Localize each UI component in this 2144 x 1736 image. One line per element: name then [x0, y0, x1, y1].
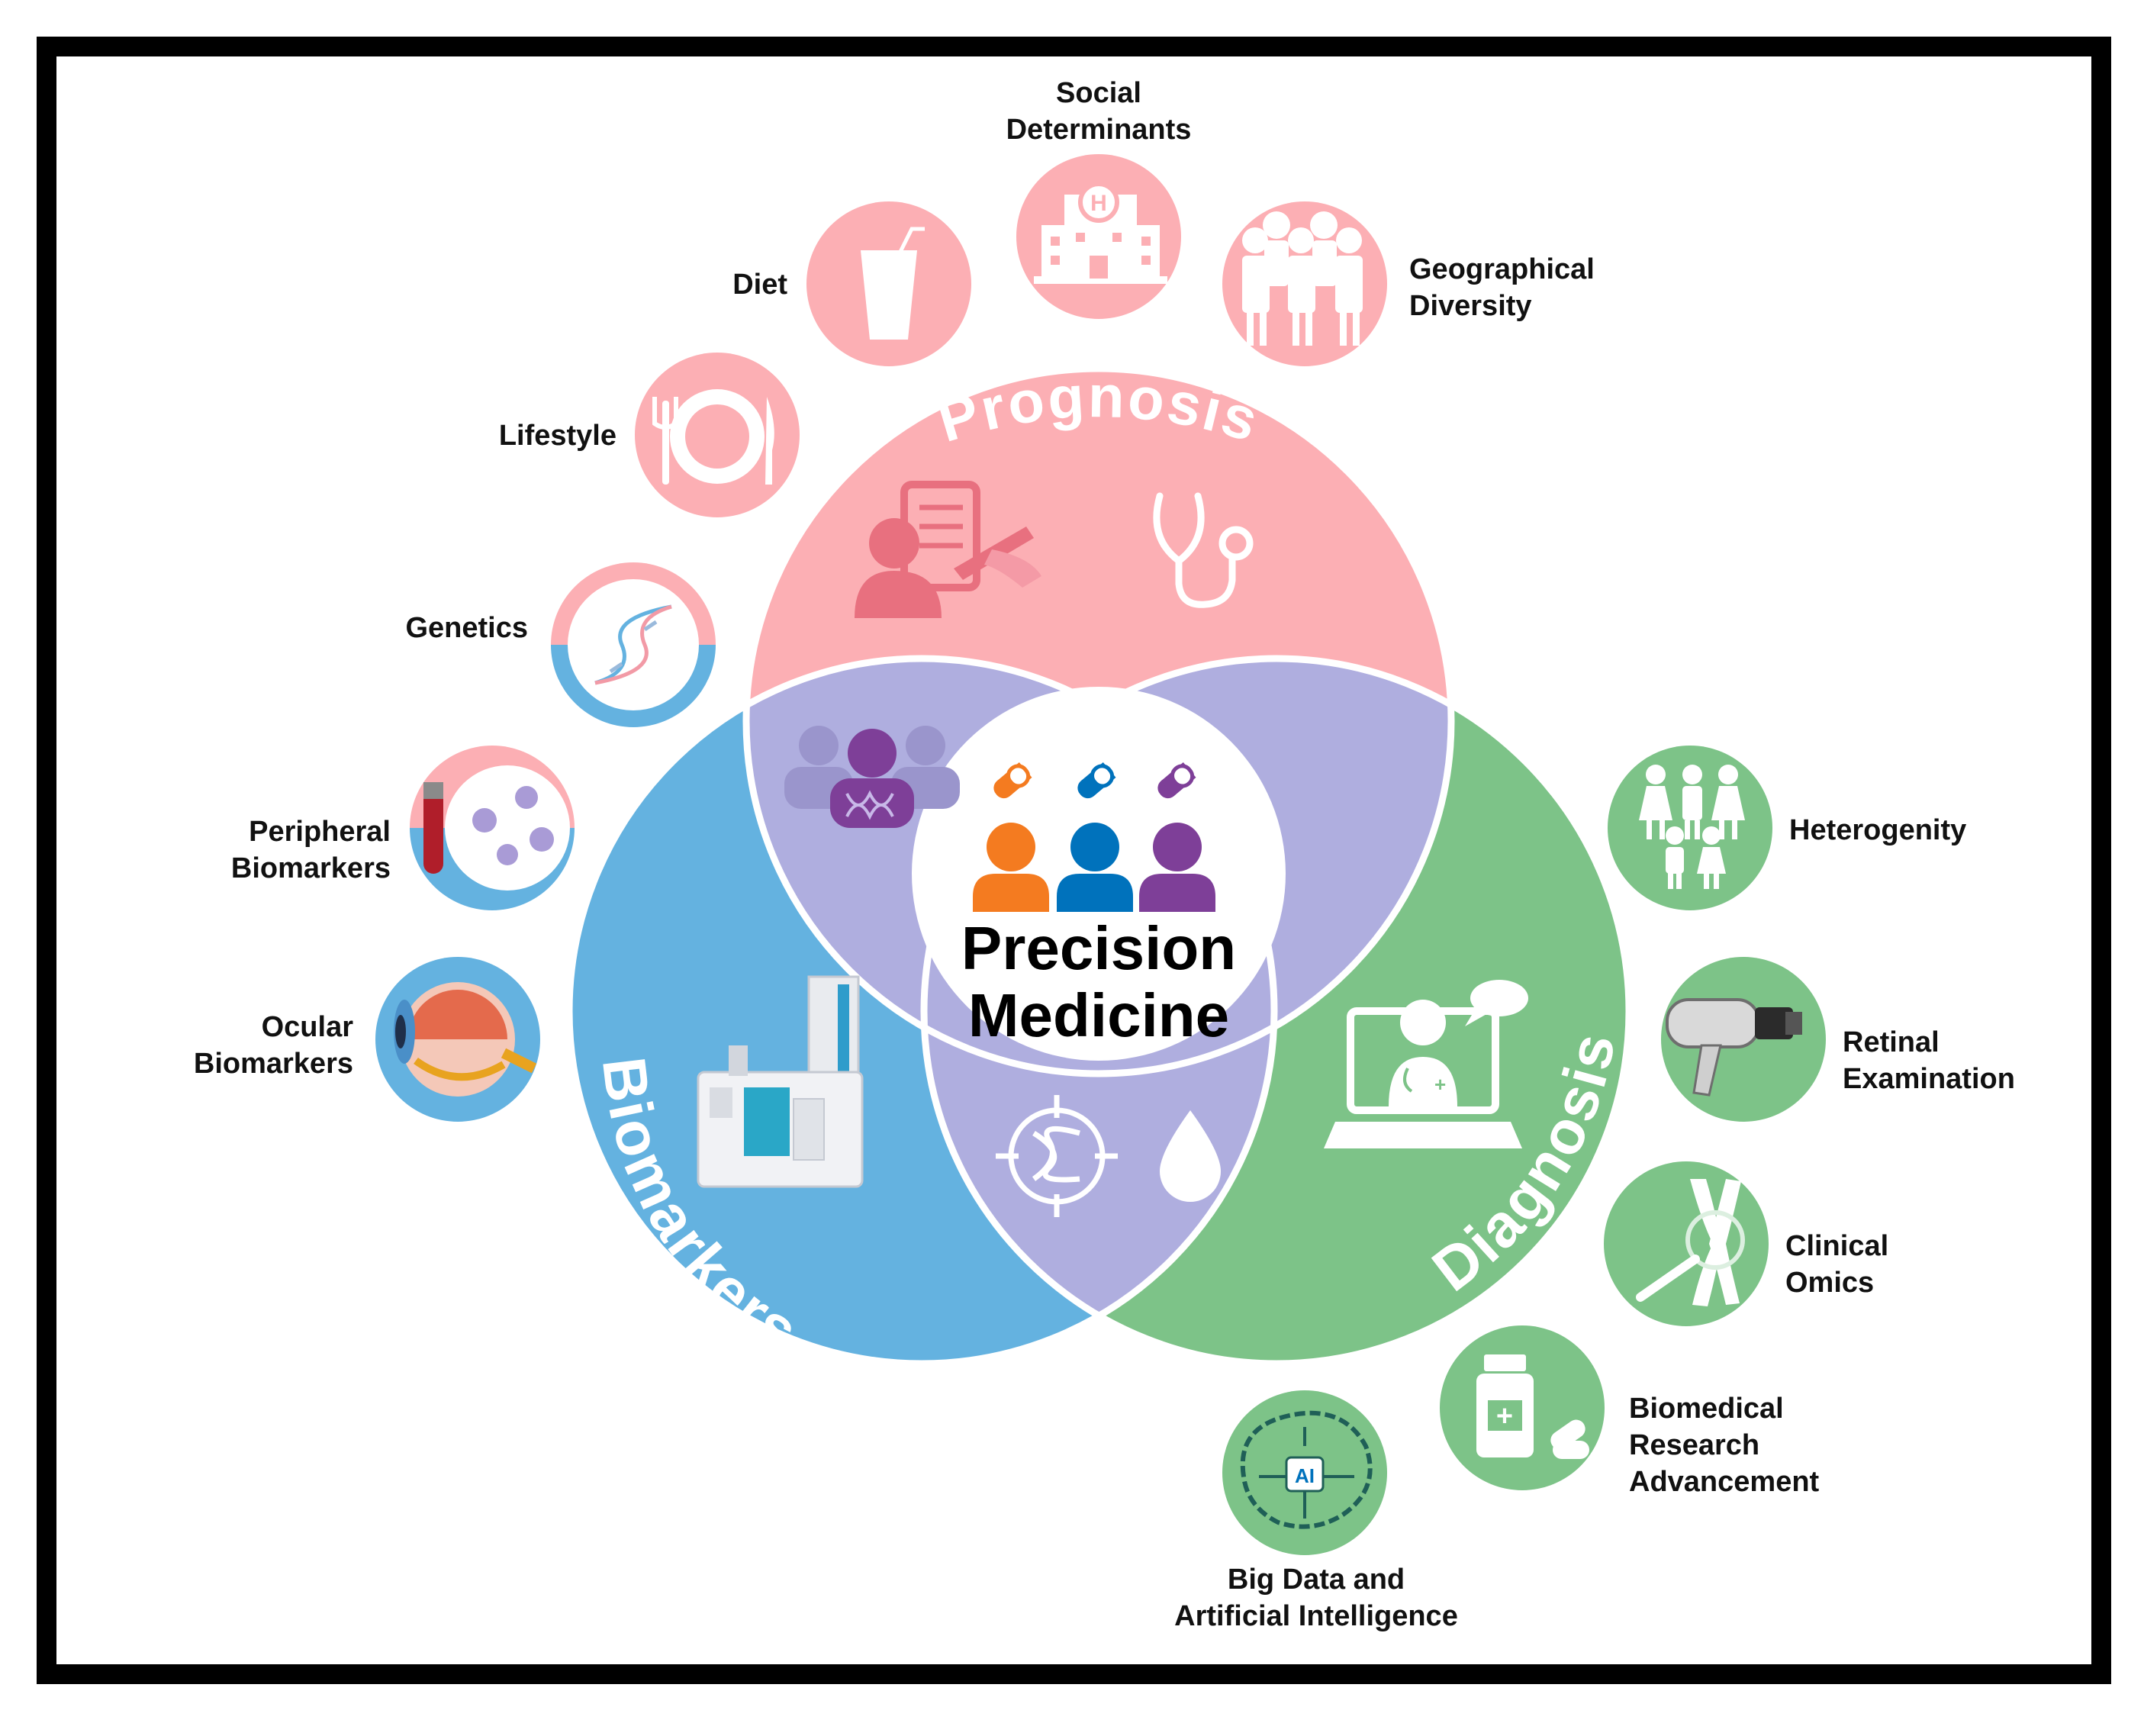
stethoscope-icon	[1153, 492, 1254, 608]
dna-target-icon	[996, 1095, 1118, 1217]
dna-icon	[594, 604, 672, 685]
bigdata-label-1: Big Data and	[1228, 1564, 1405, 1596]
pills-icon	[993, 762, 1196, 799]
clinical-omics-node	[1604, 1161, 1769, 1326]
omics-label-2: Omics	[1785, 1267, 1874, 1299]
peripheral-label-2: Biomarkers	[231, 852, 391, 884]
family-icon	[1639, 765, 1745, 889]
svg-text:+: +	[1434, 1073, 1446, 1096]
retinal-label-2: Examination	[1843, 1063, 2015, 1095]
lifestyle-node	[635, 353, 800, 517]
blood-tube-cells-icon	[423, 782, 554, 874]
chromosome-magnifier-icon	[1636, 1179, 1745, 1306]
biomedical-label-3: Advancement	[1629, 1466, 1820, 1498]
geo-label-1: Geographical	[1409, 253, 1595, 285]
center-title-line1: Precision	[961, 914, 1236, 982]
crowd-icon	[1242, 211, 1363, 346]
social-determinants-node: H	[1016, 154, 1181, 319]
social-label-2: Determinants	[1006, 114, 1192, 146]
svg-text:H: H	[1090, 191, 1107, 216]
ocular-biomarkers-node	[375, 957, 540, 1122]
biomedical-label-2: Research	[1629, 1429, 1759, 1461]
eye-icon	[394, 982, 537, 1097]
diet-label: Diet	[732, 269, 787, 301]
svg-text:+: +	[1496, 1400, 1513, 1432]
retinal-camera-icon	[1666, 998, 1802, 1097]
social-label-1: Social	[1056, 77, 1141, 109]
heterogenity-node	[1608, 746, 1772, 910]
patient-group-dna-icon	[784, 726, 960, 828]
lifestyle-label: Lifestyle	[499, 420, 616, 452]
diet-node	[806, 201, 971, 366]
ai-badge: AI	[1295, 1464, 1315, 1487]
ocular-label-2: Biomarkers	[194, 1048, 353, 1080]
big-data-ai-node: AI	[1222, 1390, 1387, 1555]
heterogenity-label: Heterogenity	[1789, 814, 1966, 846]
geo-label-2: Diversity	[1409, 290, 1532, 322]
drink-cup-icon	[861, 250, 917, 340]
telehealth-laptop-icon: +	[1324, 980, 1528, 1148]
retinal-label-1: Retinal	[1843, 1026, 1940, 1058]
hospital-icon: H	[1034, 182, 1167, 284]
center-title-line2: Medicine	[968, 981, 1229, 1049]
mass-spectrometer-icon	[697, 975, 864, 1188]
bigdata-label-2: Artificial Intelligence	[1174, 1600, 1458, 1632]
biomedical-research-node: +	[1440, 1325, 1605, 1490]
medicine-bottle-icon: +	[1476, 1354, 1589, 1459]
peripheral-label-1: Peripheral	[249, 816, 391, 848]
ai-brain-icon: AI	[1240, 1410, 1373, 1529]
biomedical-label-1: Biomedical	[1629, 1393, 1784, 1425]
retinal-examination-node	[1661, 957, 1826, 1122]
patient-checklist-icon	[855, 481, 1041, 618]
blood-drop-icon	[1160, 1110, 1221, 1202]
genetics-label: Genetics	[405, 612, 528, 644]
geographical-diversity-node	[1222, 201, 1387, 366]
plate-cutlery-icon	[652, 389, 774, 485]
patients-icon	[973, 823, 1215, 912]
omics-label-1: Clinical	[1785, 1230, 1888, 1262]
ocular-label-1: Ocular	[262, 1011, 354, 1043]
